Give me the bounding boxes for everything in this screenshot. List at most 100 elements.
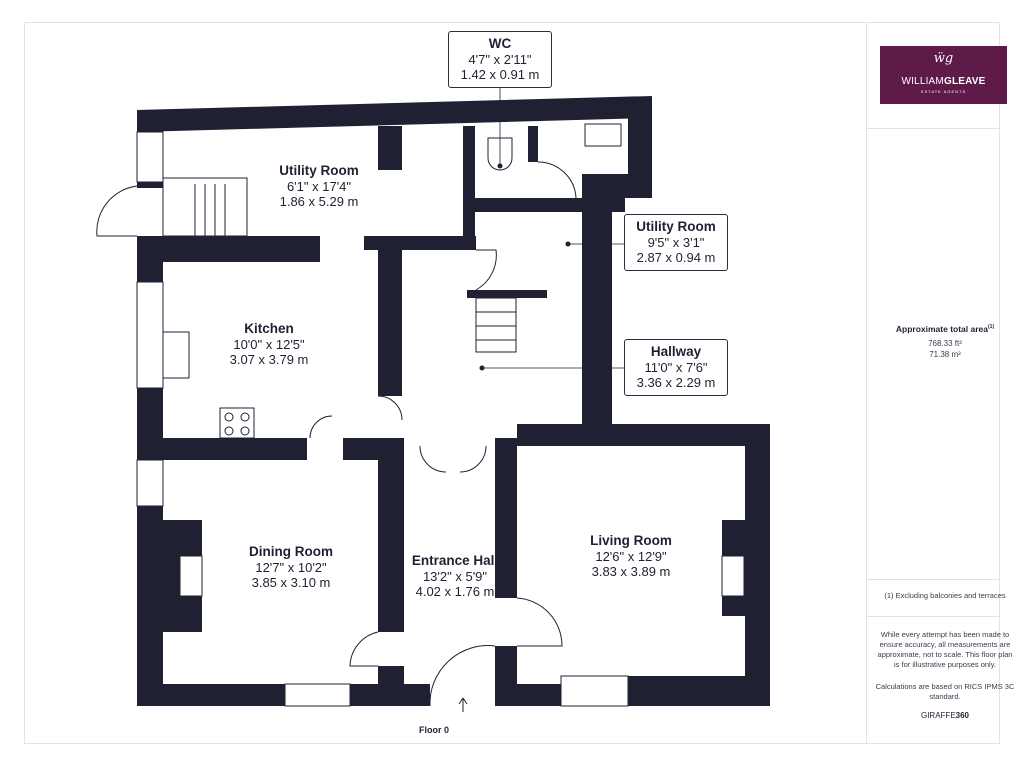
- door-dining: [349, 631, 379, 667]
- wall-wc-left: [463, 126, 475, 238]
- door-back: [96, 185, 138, 237]
- window-dining-bottom: [284, 683, 351, 707]
- door-living: [516, 597, 563, 647]
- disclaimer: While every attempt has been made to ens…: [877, 630, 1013, 670]
- wall-top: [137, 96, 652, 132]
- room-name: Utility Room: [636, 219, 716, 234]
- room-imperial: 4'7" x 2'11": [468, 51, 532, 67]
- fireplace-living: [721, 555, 745, 597]
- wg-monogram-icon: ẅg: [933, 51, 954, 66]
- stairs-hallway: [475, 297, 517, 353]
- fixtures: [96, 88, 745, 707]
- area-title: Approximate total area(1): [895, 324, 995, 334]
- wall-kitchen-dining: [137, 438, 307, 460]
- room-metric: 3.83 x 3.89 m: [591, 564, 671, 580]
- hob-kitchen: [219, 407, 255, 439]
- room-metric: 2.87 x 0.94 m: [636, 250, 716, 266]
- room-name: Kitchen: [244, 321, 294, 336]
- room-name: WC: [488, 36, 512, 51]
- window-dining-top: [136, 459, 164, 507]
- room-imperial: 9'5" x 3'1": [647, 234, 705, 250]
- room-label-utility-room-2: Utility Room 9'5" x 3'1" 2.87 x 0.94 m: [624, 214, 728, 271]
- door-french: [419, 445, 487, 473]
- window-living-bottom: [560, 675, 629, 707]
- wall-utility-right: [628, 100, 652, 176]
- wall-utility-left-stub: [137, 182, 163, 188]
- page-frame: [24, 22, 1000, 744]
- room-name: Hallway: [650, 344, 702, 359]
- room-label-wc: WC 4'7" x 2'11" 1.42 x 0.91 m: [448, 31, 552, 88]
- room-imperial: 10'0" x 12'5": [233, 336, 305, 352]
- room-label-entrance-hall: Entrance Hall 13'2" x 5'9" 4.02 x 1.76 m: [390, 553, 520, 600]
- wall-utility-kitchen: [137, 236, 320, 262]
- room-imperial: 12'6" x 12'9": [595, 548, 667, 564]
- logo-tagline: ESTATE AGENTS: [920, 89, 967, 94]
- door-entrance: [429, 645, 496, 707]
- fireplace-dining: [179, 555, 203, 597]
- room-imperial: 6'1" x 17'4": [286, 178, 352, 194]
- room-imperial: 12'7" x 10'2": [255, 559, 327, 575]
- room-label-utility-room-1: Utility Room 6'1" x 17'4" 1.86 x 5.29 m: [254, 163, 384, 210]
- wall-bottom-left: [137, 684, 285, 706]
- wall-kitchen-left-top: [137, 236, 163, 282]
- room-metric: 1.86 x 5.29 m: [279, 194, 359, 210]
- window-kitchen: [136, 281, 164, 389]
- wall-hall-right: [582, 174, 612, 442]
- agent-logo: ẅg WILLIAMGLEAVE ESTATE AGENTS: [880, 46, 1007, 104]
- giraffe360-brand: GIRAFFE360: [920, 711, 970, 720]
- door-kitchen-hall: [377, 395, 403, 421]
- sidebar-divider: [866, 22, 867, 744]
- wall-utility-left: [137, 110, 163, 132]
- wall-living-top-right: [610, 424, 770, 446]
- area-footnote: (1) Excluding balconies and terraces: [884, 591, 1006, 600]
- room-name: Living Room: [590, 533, 672, 548]
- room-metric: 1.42 x 0.91 m: [460, 67, 540, 83]
- wall-dining-left: [137, 506, 163, 706]
- wc-dot: [497, 163, 503, 169]
- room-metric: 3.36 x 2.29 m: [636, 375, 716, 391]
- hallway-dot: [479, 365, 485, 371]
- room-label-living-room: Living Room 12'6" x 12'9" 3.83 x 3.89 m: [566, 533, 696, 580]
- wall-dining-right: [378, 438, 404, 632]
- floor-label: Floor 0: [418, 725, 449, 735]
- room-metric: 3.07 x 3.79 m: [229, 352, 309, 368]
- entrance-arrow-icon: [458, 697, 468, 712]
- wall-wc-bottom: [475, 198, 625, 212]
- area-ft: 768.33 ft²: [928, 339, 962, 349]
- door-kitchen-dining: [309, 415, 333, 439]
- room-name: Dining Room: [249, 544, 333, 559]
- area-m: 71.38 m²: [929, 350, 961, 360]
- room-name: Utility Room: [279, 163, 359, 178]
- room-label-hallway: Hallway 11'0" x 7'6" 3.36 x 2.29 m: [624, 339, 728, 396]
- sink-kitchen: [162, 331, 190, 379]
- room-imperial: 13'2" x 5'9": [422, 568, 488, 584]
- wall-entrance-right: [495, 438, 517, 598]
- wall-utility-stub: [378, 126, 402, 170]
- sidebar-divider-mid: [867, 579, 1000, 580]
- logo-name: WILLIAMGLEAVE: [901, 76, 986, 87]
- room-name: Entrance Hall: [411, 553, 499, 568]
- wall-living-right: [745, 424, 770, 706]
- area-summary: Approximate total area(1) 768.33 ft² 71.…: [867, 324, 1023, 361]
- wall-entrance-right-bottom: [495, 646, 517, 706]
- wall-stair: [467, 290, 547, 298]
- wall-wc-right: [528, 126, 538, 162]
- door-utility2: [475, 249, 497, 291]
- calc-note: Calculations are based on RICS IPMS 3C s…: [875, 682, 1015, 702]
- room-metric: 3.85 x 3.10 m: [251, 575, 331, 591]
- toilet: [487, 137, 513, 171]
- sidebar-divider-top: [867, 128, 1000, 129]
- wall-bottom-mid: [350, 684, 430, 706]
- sink-utility: [584, 123, 622, 147]
- walls: [137, 96, 770, 706]
- wall-kitchen-right: [378, 244, 402, 396]
- door-wc: [537, 161, 577, 199]
- utility2-dot: [565, 241, 571, 247]
- room-metric: 4.02 x 1.76 m: [415, 584, 495, 600]
- room-label-dining-room: Dining Room 12'7" x 10'2" 3.85 x 3.10 m: [226, 544, 356, 591]
- room-label-kitchen: Kitchen 10'0" x 12'5" 3.07 x 3.79 m: [204, 321, 334, 368]
- window-utility: [136, 131, 164, 183]
- sidebar-divider-bottom: [867, 616, 1000, 617]
- room-imperial: 11'0" x 7'6": [644, 359, 708, 375]
